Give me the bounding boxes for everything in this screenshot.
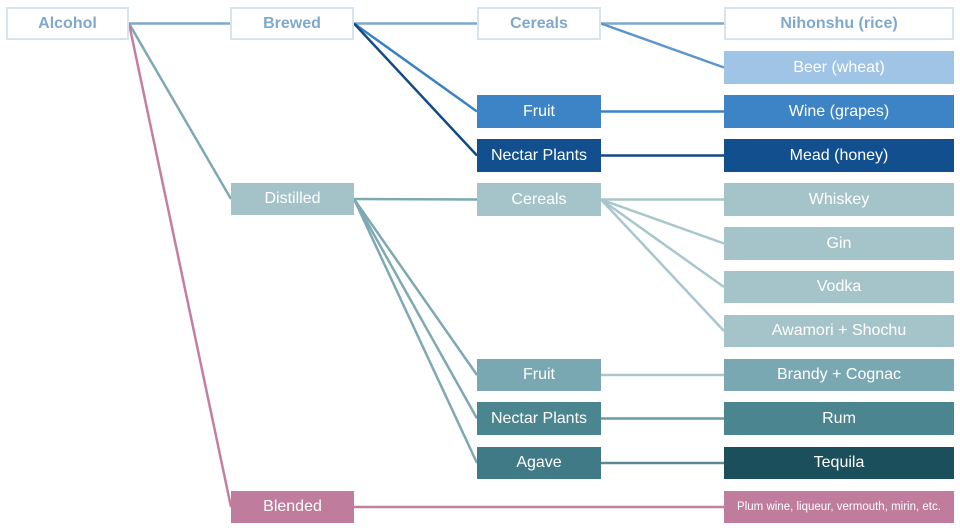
node-awamori-shochu: Awamori + Shochu — [724, 315, 954, 347]
node-brewed: Brewed — [230, 7, 354, 40]
edge-brewed-to-brewed_nectar — [353, 22, 478, 157]
node-brandy-cognac: Brandy + Cognac — [724, 359, 954, 391]
node-brewed-fruit: Fruit — [477, 95, 601, 128]
node-wine: Wine (grapes) — [724, 95, 954, 128]
edge-distilled-to-dist_fruit — [352, 198, 479, 376]
edge-distilled-to-dist_nectar — [352, 198, 479, 420]
node-blended-others: Plum wine, liqueur, vermouth, mirin, etc… — [724, 491, 954, 523]
node-distilled-agave: Agave — [477, 447, 601, 479]
edge-alcohol-to-distilled — [127, 22, 233, 200]
edge-dist_cereals-to-gin — [600, 198, 725, 245]
edge-distilled-to-dist_agave — [352, 198, 479, 464]
edge-dist_cereals-to-awamori — [600, 198, 725, 332]
edge-distilled-to-dist_cereals — [353, 197, 478, 201]
node-whiskey: Whiskey — [724, 183, 954, 216]
node-brewed-cereals: Cereals — [477, 7, 601, 40]
node-blended: Blended — [231, 491, 354, 523]
node-distilled: Distilled — [231, 183, 354, 215]
edge-dist_cereals-to-vodka — [600, 198, 725, 289]
node-gin: Gin — [724, 227, 954, 260]
node-nihonshu: Nihonshu (rice) — [724, 7, 954, 40]
node-alcohol: Alcohol — [6, 7, 129, 40]
node-beer: Beer (wheat) — [724, 51, 954, 84]
node-mead: Mead (honey) — [724, 139, 954, 172]
edge-brewed-to-brewed_fruit — [353, 22, 478, 113]
node-rum: Rum — [724, 402, 954, 435]
node-brewed-nectar-plants: Nectar Plants — [477, 139, 601, 172]
edge-brewed_cereals-to-beer — [600, 22, 725, 69]
node-distilled-cereals: Cereals — [477, 183, 601, 216]
edge-alcohol-to-blended — [127, 23, 233, 508]
node-distilled-fruit: Fruit — [477, 359, 601, 391]
node-tequila: Tequila — [724, 447, 954, 479]
node-vodka: Vodka — [724, 271, 954, 303]
node-distilled-nectar-plants: Nectar Plants — [477, 402, 601, 435]
